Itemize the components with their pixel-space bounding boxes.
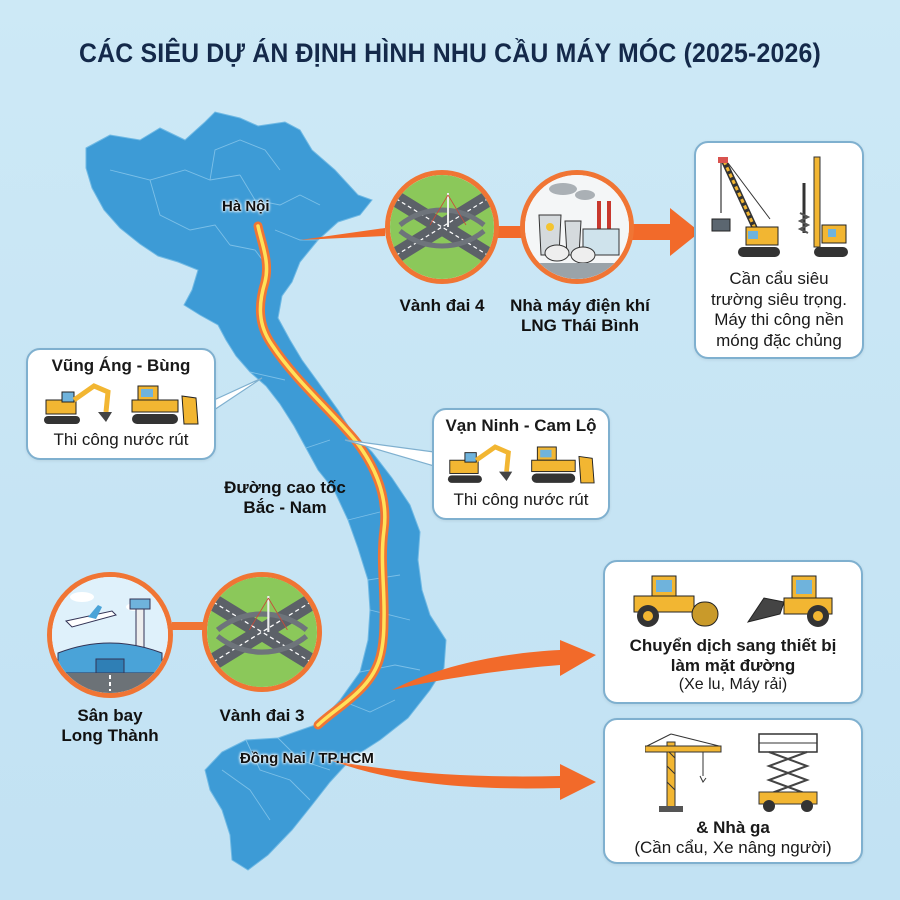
expressway-label-line2: Bắc - Nam — [243, 498, 327, 518]
lng-plant-circle — [520, 170, 634, 284]
lng-plant-label: Nhà máy điện khí LNG Thái Bình — [505, 296, 655, 337]
hanoi-label: Hà Nội — [222, 198, 270, 215]
south-terminal-arrow — [330, 760, 596, 800]
airport-label-line2: Long Thành — [61, 726, 159, 746]
bulldozer-icon — [531, 446, 595, 484]
ring-road-4-circle — [385, 170, 499, 284]
north-card-line3: Máy thi công nền — [714, 310, 844, 330]
callout-caption: Thi công nước rút — [53, 430, 189, 449]
page-title: CÁC SIÊU DỰ ÁN ĐỊNH HÌNH NHU CẦU MÁY MÓC… — [79, 38, 821, 68]
ring-road-3-circle — [202, 572, 322, 692]
ring-road-4-label: Vành đai 4 — [399, 296, 485, 315]
north-card-line1: Cần cẩu siêu — [729, 269, 829, 288]
callout-van-ninh-cam-lo: Vạn Ninh - Cam Lộ Thi công nước rút — [432, 408, 610, 520]
vietnam-landmass — [85, 111, 447, 871]
long-thanh-airport-circle — [47, 572, 173, 698]
bulldozer-icon — [131, 385, 199, 425]
north-card-line2: trường siêu trọng. — [711, 289, 847, 309]
piling-rig-icon — [797, 156, 848, 257]
dongnai-hcm-label: Đồng Nai / TP.HCM — [240, 750, 374, 767]
excavator-icon — [447, 444, 513, 483]
north-card-line4: móng đặc chủng — [716, 331, 842, 351]
south-road-arrow — [392, 640, 596, 690]
north-result-arrow — [610, 208, 700, 256]
road-card-line2: làm mặt đường — [670, 656, 796, 675]
lng-plant-label-line1: Nhà máy điện khí — [510, 296, 650, 315]
crawler-crane-icon — [711, 157, 780, 257]
road-surface-equipment-card: Chuyển dịch sang thiết bị làm mặt đường … — [603, 560, 863, 704]
terminal-card-line2: (Cần cẩu, Xe nâng người) — [634, 838, 832, 857]
tower-crane-icon — [645, 733, 722, 812]
road-card-line3: (Xe lu, Máy rải) — [678, 676, 788, 693]
terminal-equipment-card: & Nhà ga (Cần cẩu, Xe nâng người) — [603, 718, 863, 864]
road-roller-icon — [633, 575, 719, 627]
callout-vung-ang-bung: Vũng Áng - Bùng Thi công nước rút — [26, 348, 216, 460]
lng-plant-label-line2: LNG Thái Bình — [520, 316, 640, 336]
callout-title: Vũng Áng - Bùng — [51, 356, 191, 375]
airport-label-line1: Sân bay — [77, 706, 143, 725]
scissor-lift-icon — [758, 733, 818, 812]
callout-caption: Thi công nước rút — [453, 490, 589, 509]
north-machinery-card: Cần cẩu siêu trường siêu trọng. Máy thi … — [694, 141, 864, 359]
terminal-card-line1: & Nhà ga — [696, 818, 770, 837]
expressway-label-line1: Đường cao tốc — [224, 478, 346, 497]
highway-interchange-icon — [207, 577, 317, 687]
ring-road-3-label: Vành đai 3 — [219, 706, 305, 725]
lng-power-plant-icon — [525, 175, 629, 279]
road-card-line1: Chuyển dịch sang thiết bị — [629, 636, 837, 655]
airport-icon — [52, 577, 168, 693]
highway-interchange-icon — [390, 175, 494, 279]
excavator-icon — [44, 383, 112, 424]
north-connector-arrow — [300, 228, 385, 240]
expressway-label: Đường cao tốc Bắc - Nam — [200, 478, 370, 519]
long-thanh-airport-label: Sân bay Long Thành — [40, 706, 180, 747]
asphalt-paver-icon — [746, 575, 833, 627]
callout-title: Vạn Ninh - Cam Lộ — [445, 416, 597, 435]
